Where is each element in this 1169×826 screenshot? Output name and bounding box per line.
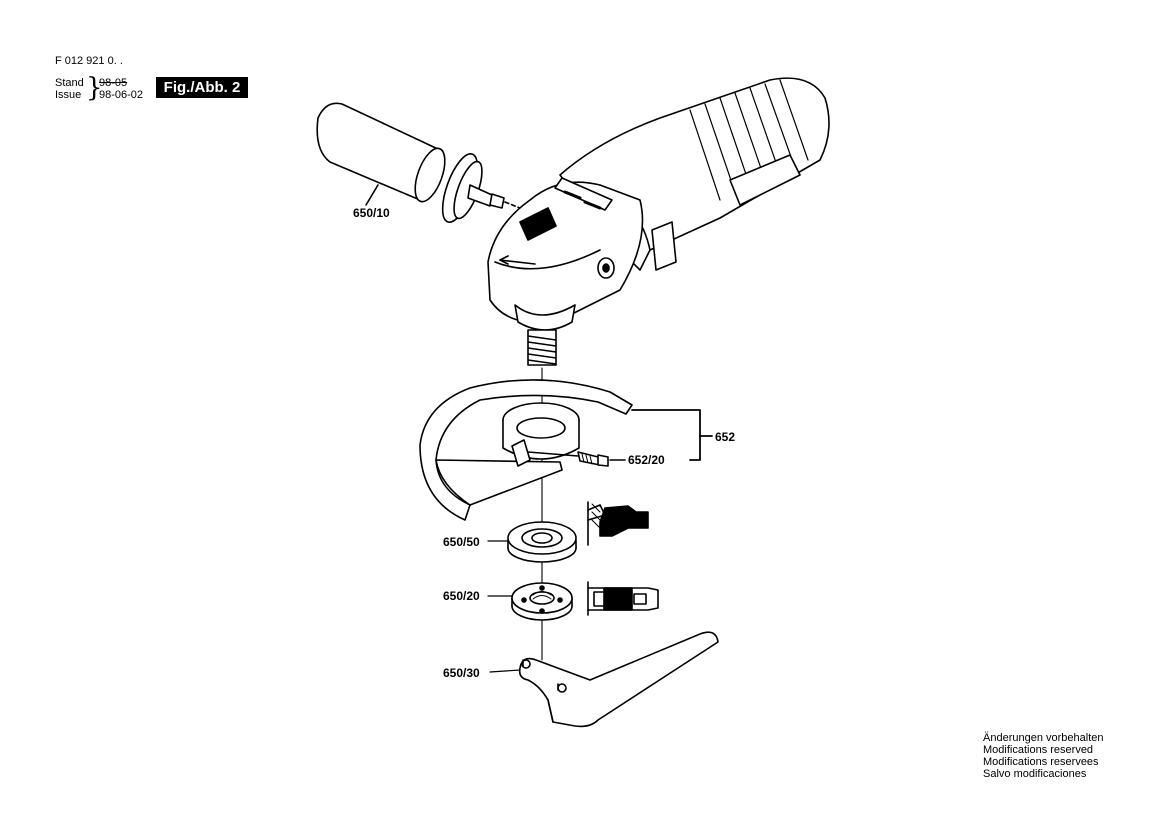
label-handle: 650/10 xyxy=(353,206,390,220)
note-line: Salvo modificaciones xyxy=(983,768,1087,780)
stand-value: 98-05 xyxy=(99,77,128,89)
note-line: Modifications reserved xyxy=(983,744,1094,756)
issue-label: Issue xyxy=(55,89,82,101)
guard-drawing xyxy=(419,379,633,521)
modification-notes: Änderungen vorbehalten Modifications res… xyxy=(983,732,1103,780)
stand-label: Stand xyxy=(55,77,84,89)
side-handle-drawing xyxy=(316,102,521,223)
figure-badge: Fig./Abb. 2 xyxy=(156,77,248,98)
label-flange: 650/50 xyxy=(443,535,480,549)
spanner-drawing xyxy=(518,631,719,728)
label-wrench: 650/30 xyxy=(443,666,480,680)
part-number: F 012 921 0. . xyxy=(55,55,123,67)
nut-drawing xyxy=(511,582,573,621)
label-nut: 650/20 xyxy=(443,589,480,603)
label-guard-assembly: 652 xyxy=(715,430,736,444)
nut-section-drawing xyxy=(587,581,659,616)
issue-value: 98-06-02 xyxy=(99,89,144,101)
brace-symbol: } xyxy=(86,73,103,103)
grinder-body-drawing xyxy=(487,77,830,366)
flange-section-drawing xyxy=(587,501,649,546)
flange-drawing xyxy=(507,521,577,563)
note-line: Änderungen vorbehalten xyxy=(983,732,1104,744)
note-line: Modifications reservees xyxy=(983,756,1099,768)
guard-bracket-line xyxy=(631,409,701,461)
label-screw: 652/20 xyxy=(628,453,665,467)
